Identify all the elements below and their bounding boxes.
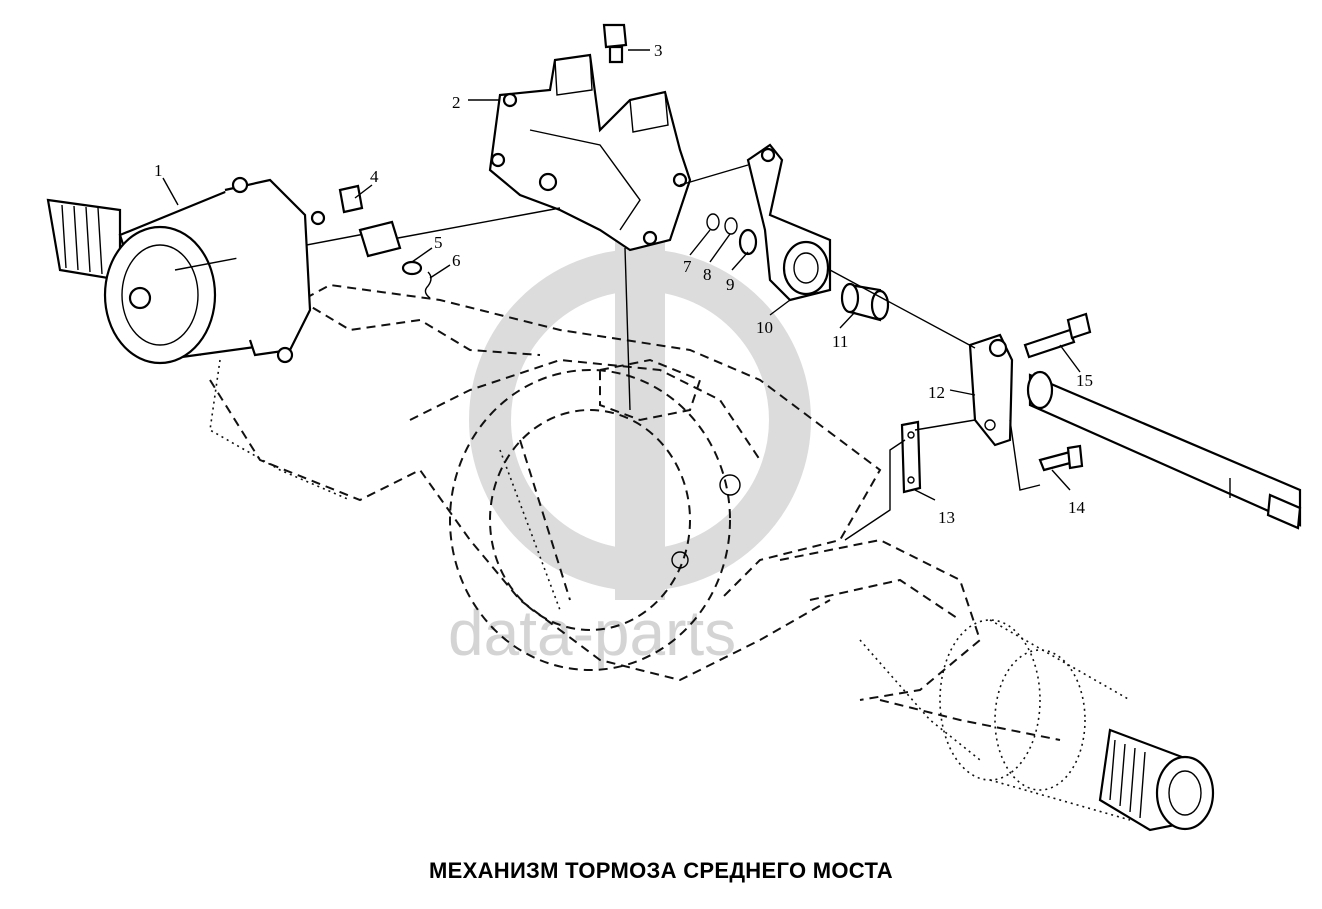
callout-13: 13: [938, 508, 955, 527]
leader-lines: [162, 49, 1081, 501]
callout-3: 3: [654, 41, 663, 60]
callout-1: 1: [154, 161, 163, 180]
splined-shaft-right: [1098, 728, 1215, 832]
bushing: [840, 282, 890, 322]
assembly-lines: [397, 164, 1041, 541]
brake-chamber: [103, 176, 376, 365]
callout-labels: 1 2 3 4 5 6 7 8 9 10 11 12 13 14 15: [154, 41, 1093, 527]
callout-10: 10: [756, 318, 773, 337]
watermark-text: data-parts: [448, 597, 736, 669]
bracket: [488, 53, 692, 252]
callout-11: 11: [832, 332, 848, 351]
callout-5: 5: [434, 233, 443, 252]
bolt-14: [1038, 444, 1084, 472]
axle-housing: [199, 283, 1061, 761]
clevis-assembly: [338, 184, 432, 299]
callout-12: 12: [928, 383, 945, 402]
callout-15: 15: [1076, 371, 1093, 390]
axle-hub-right: [939, 619, 1131, 821]
watermark-logo: data-parts: [448, 240, 811, 669]
callout-8: 8: [703, 265, 712, 284]
washers: [706, 213, 758, 256]
bolt-15: [1023, 312, 1092, 359]
camshaft-bracket: [968, 333, 1014, 447]
callout-9: 9: [726, 275, 735, 294]
callout-2: 2: [452, 93, 461, 112]
camshaft: [1026, 370, 1302, 530]
bolt-3: [602, 23, 628, 64]
slack-adjuster: [746, 143, 832, 302]
callout-14: 14: [1068, 498, 1086, 517]
callout-4: 4: [370, 167, 379, 186]
diagram-caption: МЕХАНИЗМ ТОРМОЗА СРЕДНЕГО МОСТА: [429, 858, 893, 883]
callout-6: 6: [452, 251, 461, 270]
plate-13: [900, 420, 922, 494]
callout-7: 7: [683, 257, 692, 276]
